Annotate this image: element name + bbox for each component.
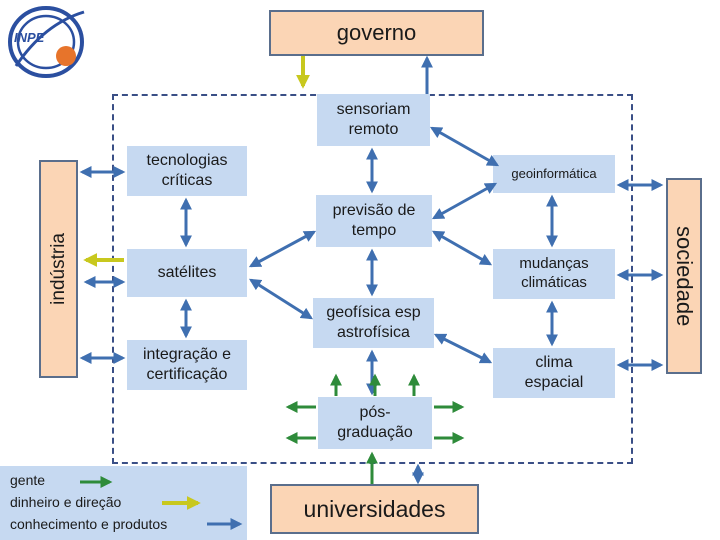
node-posgraduacao: pós-graduação [318, 397, 432, 449]
node-clima: clima espacial [493, 348, 615, 398]
node-previsao-label: previsão de tempo [332, 202, 416, 239]
arrow-sensoriamento-geoinformatica [429, 126, 500, 167]
arrow-satelites-previsao [248, 230, 317, 268]
node-posgraduacao-label: pós-graduação [337, 404, 413, 441]
legend-label-conhecimento: conhecimento e produtos [10, 516, 168, 532]
node-sociedade-label: sociedade [671, 225, 697, 327]
node-universidades: universidades [270, 484, 479, 534]
node-sociedade: sociedade [666, 178, 702, 374]
node-mudancas: mudanças climáticas [493, 249, 615, 299]
node-clima-label: clima espacial [524, 354, 584, 391]
arrow-satelites-geofisica [248, 278, 314, 320]
legend [0, 466, 247, 540]
node-satelites-label: satélites [157, 264, 217, 281]
node-governo-label: governo [336, 20, 417, 46]
inpe-logo-graphic [8, 6, 85, 78]
node-universidades-label: universidades [303, 495, 446, 522]
node-geoinformatica: geoinformática [493, 155, 615, 193]
node-geofisica: geofísica esp astrofísica [313, 298, 434, 348]
node-satelites: satélites [127, 249, 247, 297]
node-sensoriamento-label: sensoriam remoto [336, 101, 411, 138]
arrow-previsao-mudancas [431, 230, 493, 266]
legend-label-gente: gente [10, 472, 46, 488]
node-industria: indústria [39, 160, 78, 378]
node-integracao-label: integração e certificação [142, 346, 232, 383]
node-governo: governo [269, 10, 484, 56]
node-geofisica-label: geofísica esp astrofísica [326, 304, 421, 341]
node-tecnologias: tecnologias críticas [127, 146, 247, 196]
node-previsao: previsão de tempo [316, 195, 432, 247]
arrow-previsao-geoinformatica [431, 182, 498, 220]
node-mudancas-label: mudanças climáticas [519, 255, 589, 291]
legend-label-dinheiro: dinheiro e direção [10, 494, 122, 510]
inpe-logo: INPE [4, 4, 90, 80]
node-sensoriamento: sensoriam remoto [317, 94, 430, 146]
node-integracao: integração e certificação [127, 340, 247, 390]
node-geoinformatica-label: geoinformática [511, 165, 597, 181]
inpe-logo-text: INPE [14, 30, 45, 45]
node-tecnologias-label: tecnologias críticas [146, 152, 228, 189]
arrow-geofisica-clima [433, 333, 493, 364]
